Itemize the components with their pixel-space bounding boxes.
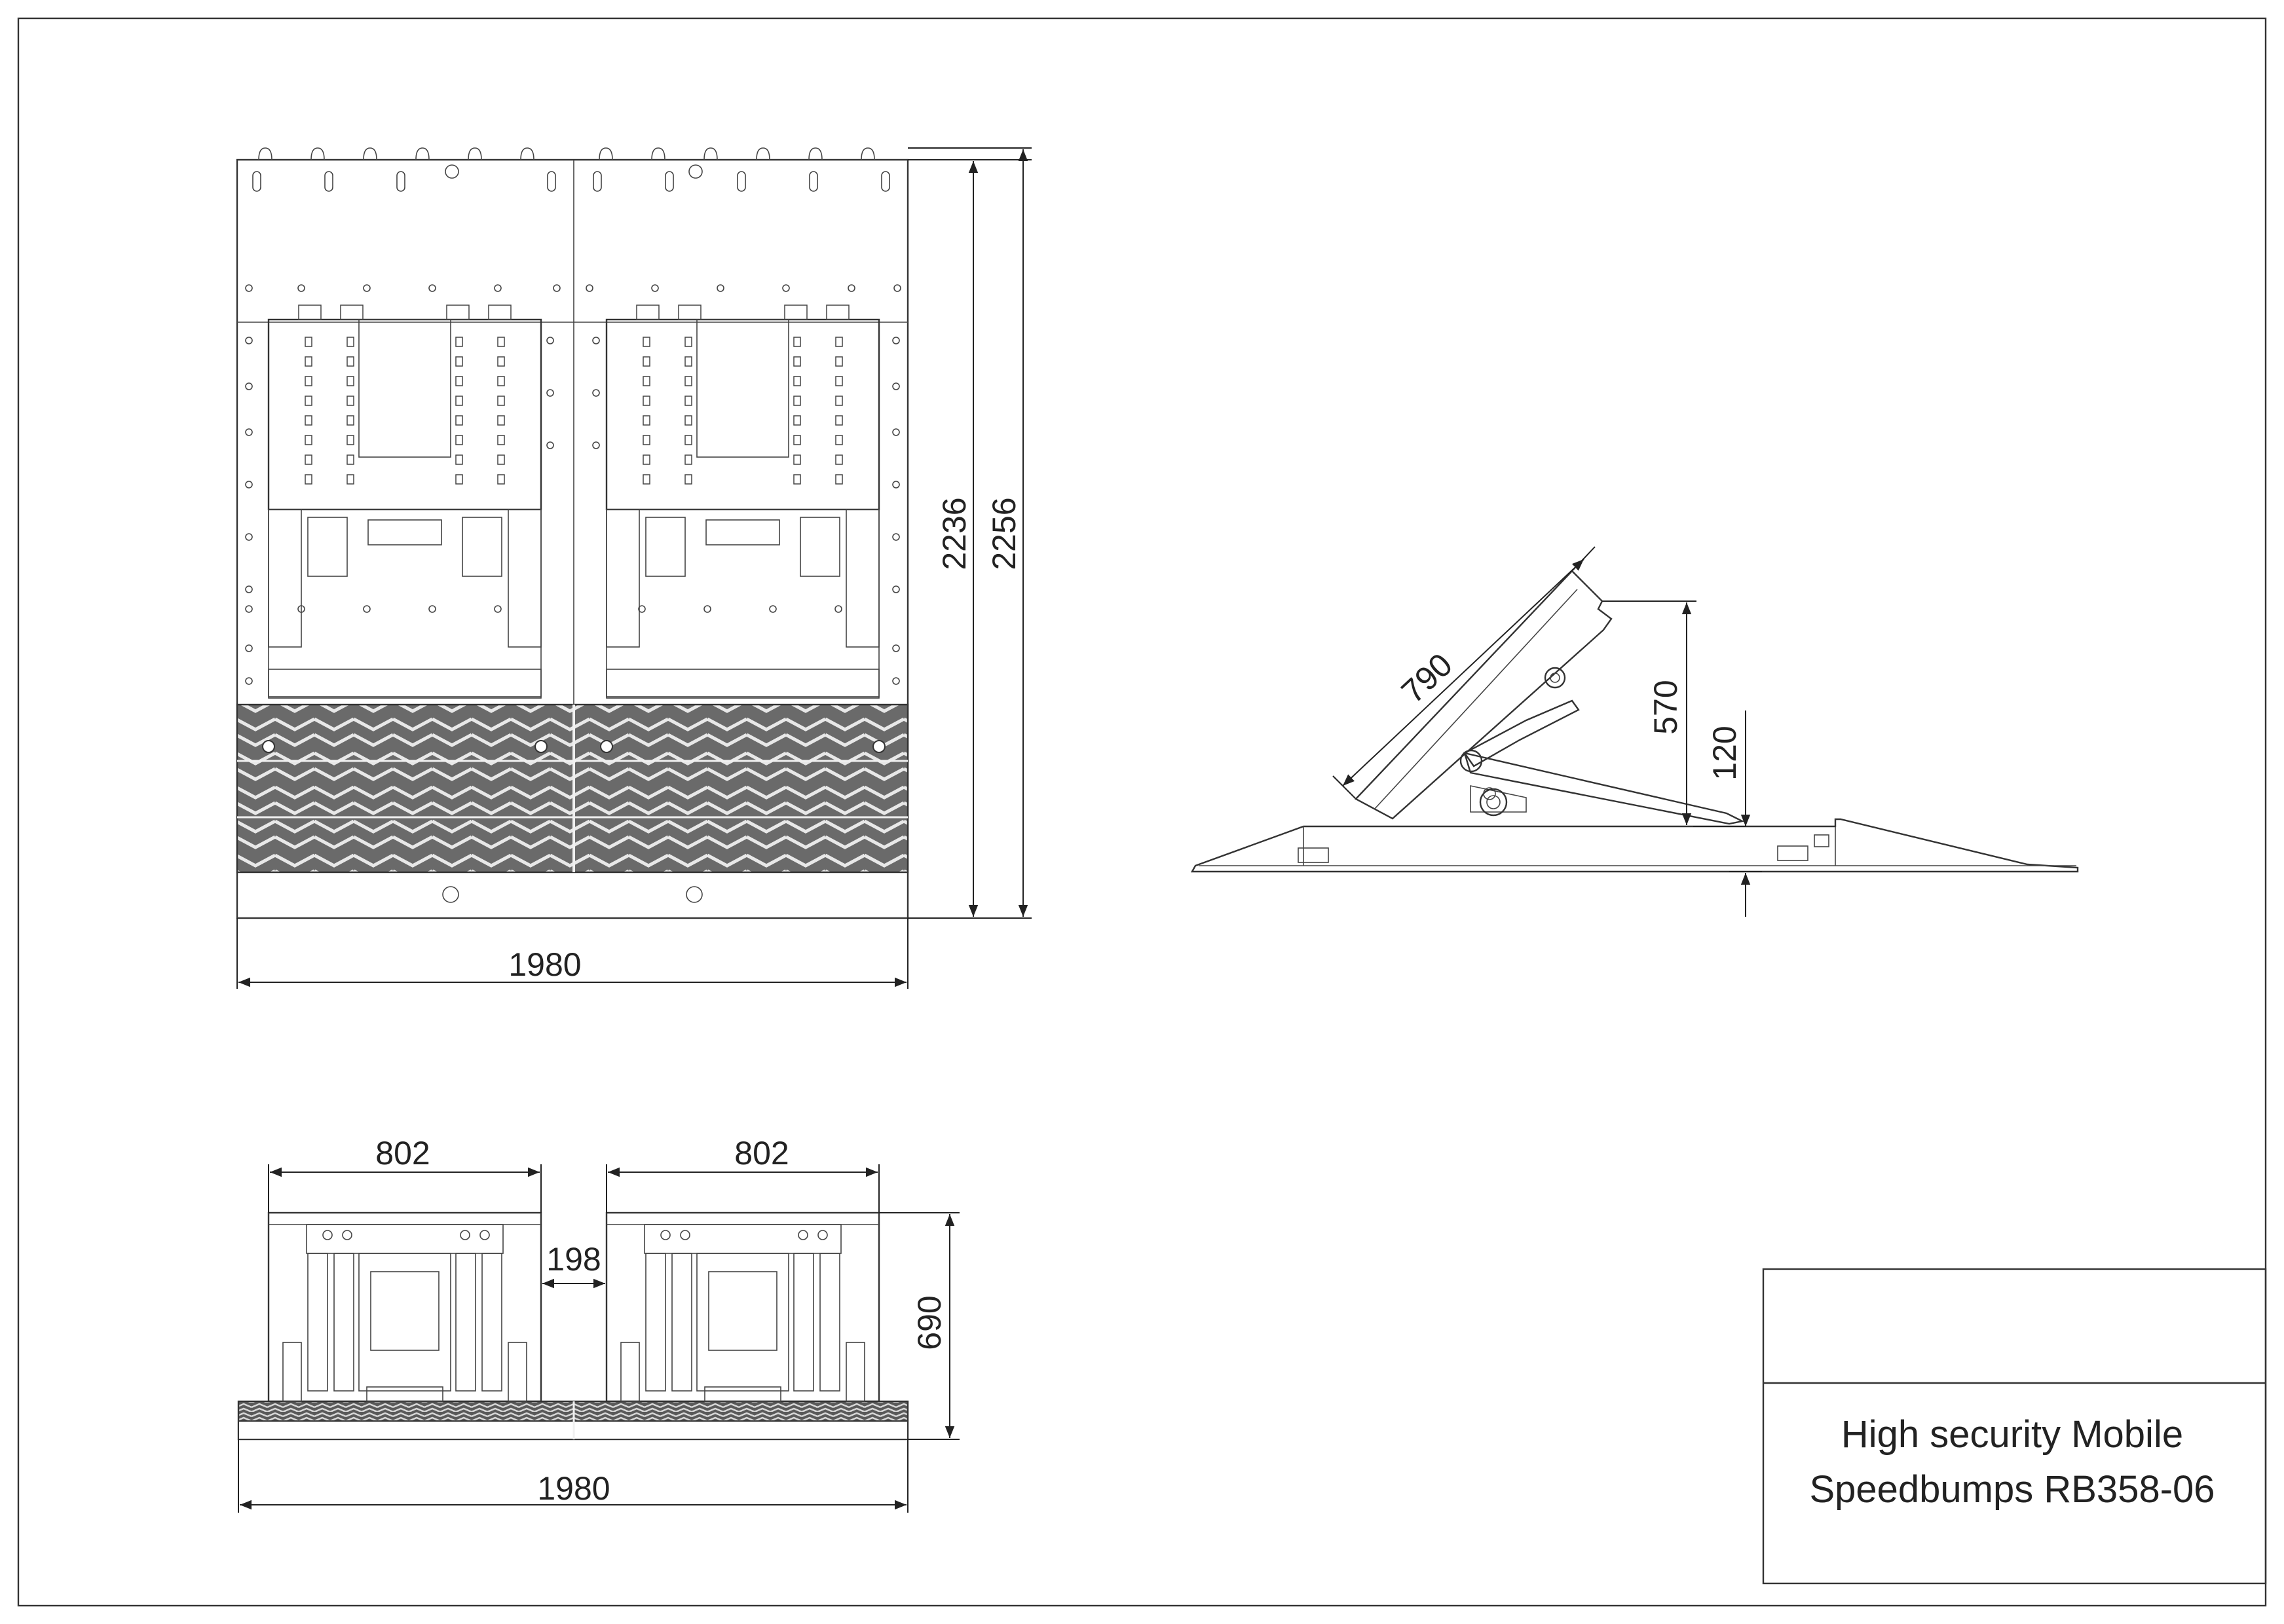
top-view-hook-row [252,147,890,192]
drawing-border [17,17,2267,1607]
side-view-raised-ramp [1355,570,1613,820]
title-line-1: High security Mobile [1841,1413,2183,1456]
side-view: 790 570 120 [1190,546,2079,917]
top-view-dimensions [236,147,1032,989]
title-block: High security Mobile Speedbumps RB358-06 [1762,1268,2267,1585]
front-view-height-dimension: 690 [911,1295,948,1350]
front-view-gap-dimension: 198 [546,1241,601,1278]
top-view-tread-strip [236,703,909,874]
side-view-height-dimension: 570 [1647,680,1684,734]
top-view-outer-plate [236,158,909,919]
top-view-mount-hole [442,886,459,903]
front-view-module-left [267,1211,542,1403]
top-view-mount-hole [686,886,703,903]
front-view-width-dimension: 1980 [537,1470,610,1507]
top-view-width-dimension: 1980 [508,946,581,983]
front-view: 802 802 198 690 1980 [237,1135,960,1513]
top-view-inner-height-dimension: 2236 [936,497,973,570]
top-view-outer-height-dimension: 2256 [986,497,1022,570]
side-view-base-plate [1190,818,2079,873]
top-view: 1980 2236 2256 [236,147,1032,989]
top-view-module-right [605,304,880,699]
title-line-2: Speedbumps RB358-06 [1809,1468,2215,1511]
top-view-module-left [267,304,542,699]
front-view-dimensions [238,1164,960,1513]
side-view-base-dimension: 120 [1706,726,1743,780]
front-view-left-module-dimension: 802 [375,1135,430,1172]
front-view-right-module-dimension: 802 [734,1135,789,1172]
side-view-dimensions [1332,546,1762,917]
top-view-bolt-pattern [245,284,901,685]
front-view-module-right [605,1211,880,1403]
